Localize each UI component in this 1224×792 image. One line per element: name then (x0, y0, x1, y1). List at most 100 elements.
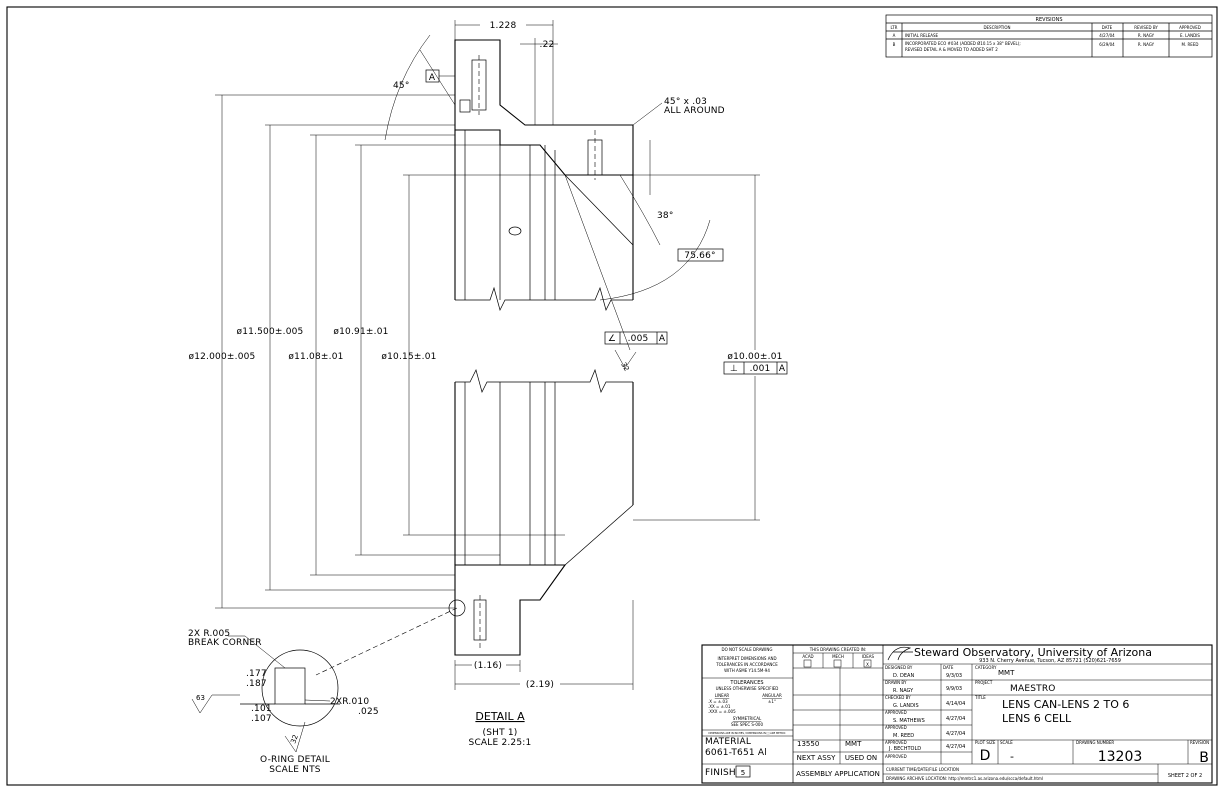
category-value: MMT (998, 669, 1015, 677)
oring-scale: SCALE NTS (269, 765, 321, 775)
rev-a-approved: E. LANDIS (1180, 33, 1200, 38)
notice-1: DO NOT SCALE DRAWING (722, 647, 773, 652)
tol-xx: .XX = ±.01 (708, 704, 731, 709)
rev-header-approved: APPROVED (1179, 25, 1201, 30)
cad-acad: ACAD (802, 654, 813, 659)
approved-label-1: APPROVED (885, 710, 907, 715)
tol-linear: LINEAR (715, 693, 730, 698)
section-view (448, 39, 634, 656)
checkbox-ideas-mark: X (866, 662, 869, 667)
surface-finish-32: 32 (619, 361, 630, 373)
datum-a-flag: A (429, 73, 436, 83)
approved-3-date: 4/27/04 (946, 744, 965, 750)
angularity-frame: ∠ .005 A (604, 331, 668, 345)
angularity-datum: A (659, 334, 666, 344)
assy-used: MMT (845, 740, 862, 748)
tiny-note: DIMENSIONS ARE IN INCHES / DIMENSIONS IN… (709, 731, 786, 735)
oring-101: .101 (251, 704, 272, 714)
rev-b-date: 6/29/04 (1099, 42, 1115, 47)
approved-label-4: APPROVED (885, 754, 907, 759)
tol-title: TOLERANCES (729, 680, 763, 686)
perpendicularity-frame: ⊥ .001 A (723, 361, 788, 375)
dimension-lines: 1.228 .22 45° A 45° x .03 ALL AROUND 38°… (189, 19, 788, 690)
notice-3: TOLERANCES IN ACCORDANCE (715, 662, 778, 667)
rev-a-ltr: A (893, 33, 896, 38)
angularity-value: .005 (628, 334, 649, 344)
symmetrical: SYMMETRICAL (733, 716, 762, 721)
detail-a-title: DETAIL A (475, 710, 525, 723)
project-label: PROJECT (975, 680, 993, 685)
rev-b-ltr: B (893, 42, 896, 47)
oring-xr1: 2XR.010 (330, 697, 369, 707)
rev-header-description: DESCRIPTION (983, 25, 1010, 30)
cad-ideas: IDEAS (862, 654, 875, 659)
drawn-date: 9/9/03 (946, 686, 962, 692)
rev-header-revised-by: REVISED BY (1134, 25, 1158, 30)
finish-value: 5 (741, 769, 745, 777)
rev-header-ltr: LTR (891, 25, 898, 30)
dia-1015: ø10.15±.01 (381, 352, 436, 362)
rev-b-desc2: REVISED DETAIL A & MOVED TO ADDED SHT 2 (905, 47, 998, 52)
title-label: TITLE (974, 695, 986, 700)
designed-date: 9/3/03 (946, 673, 962, 679)
checked-date: 4/14/04 (946, 701, 965, 707)
oring-note-2: BREAK CORNER (188, 638, 262, 648)
perpendicularity-value: .001 (750, 364, 771, 374)
checkbox-acad (803, 659, 812, 668)
sym-spec: SEE SPEC S-000 (731, 722, 763, 727)
designed-by: D. DEAN (893, 673, 914, 679)
detail-a-label: DETAIL A (SHT 1) SCALE 2.25:1 (469, 710, 532, 748)
approved-3: J. BECHTOLD (888, 746, 921, 752)
assembly-application: ASSEMBLY APPLICATION (796, 770, 880, 778)
dia-1108: ø11.08±.01 (288, 352, 343, 362)
title-line-1: LENS CAN-LENS 2 TO 6 (1002, 698, 1129, 711)
archive-location: DRAWING ARCHIVE LOCATION: http://mmtrc1.… (886, 776, 1043, 781)
oring-xr2: .025 (358, 707, 379, 717)
perpendicularity-datum: A (779, 364, 786, 374)
rev-a-desc: INITIAL RELEASE (905, 33, 939, 38)
scale-value: - (1010, 750, 1014, 763)
rev-a-revised-by: R. NAGY (1138, 33, 1155, 38)
revisions-title: REVISIONS (1035, 17, 1062, 23)
notice-2: INTERPRET DIMENSIONS AND (717, 656, 776, 661)
checkbox-mech (833, 659, 842, 668)
drawn-label: DRAWN BY (885, 680, 907, 685)
approved-2: M. REED (893, 733, 914, 739)
cad-mech: MECH (832, 654, 844, 659)
scale-label: SCALE (1000, 740, 1013, 745)
checked-by: G. LANDIS (893, 703, 919, 709)
rev-a-date: 4/27/04 (1099, 33, 1115, 38)
title-line-2: LENS 6 CELL (1002, 712, 1072, 725)
oring-title: O-RING DETAIL (260, 755, 330, 765)
notice-4: WITH ASME Y14.5M-94 (724, 668, 770, 673)
category-label: CATEGORY (975, 665, 997, 670)
tol-x: .X = ±.03 (708, 699, 728, 704)
perpendicularity-symbol: ⊥ (730, 364, 738, 374)
designed-label: DESIGNED BY (885, 665, 913, 670)
drawn-by: R. NAGY (893, 688, 914, 694)
angle-45: 45° (393, 81, 410, 91)
rev-b-approved: M. REED (1182, 42, 1199, 47)
project-value: MAESTRO (1010, 684, 1056, 694)
approved-2-date: 4/27/04 (946, 731, 965, 737)
approved-1: S. MATHEWS (893, 718, 925, 724)
rev-b-desc1: INCORPORATED ECO #034 (ADDED Ø10.15 x 38… (905, 41, 1021, 46)
dim-22: .22 (540, 40, 555, 50)
plot-size-label: PLOT SIZE (975, 740, 996, 745)
assy-number: 13550 (797, 740, 819, 748)
next-assy-label: NEXT ASSY (797, 754, 837, 762)
title-block: DO NOT SCALE DRAWING INTERPRET DIMENSION… (701, 644, 1213, 784)
revision-value: B (1199, 750, 1209, 766)
file-location-label: CURRENT TIME/DATE/FILE LOCATION (886, 767, 959, 772)
org-address: 933 N. Cherry Avenue, Tucson, AZ 85721 (… (979, 658, 1121, 664)
angle-7566: 75.66° (684, 251, 715, 261)
detail-a-sheet: (SHT 1) (483, 728, 518, 738)
rev-header-date: DATE (1102, 25, 1113, 30)
angularity-symbol: ∠ (608, 334, 616, 344)
chamfer-note-2: ALL AROUND (664, 106, 725, 116)
plot-size-value: D (980, 748, 991, 764)
date-label: DATE (943, 665, 954, 670)
oring-detail: 2X R.005 BREAK CORNER .177 .187 .101 .10… (188, 607, 458, 775)
lower-flange-section (454, 564, 567, 656)
